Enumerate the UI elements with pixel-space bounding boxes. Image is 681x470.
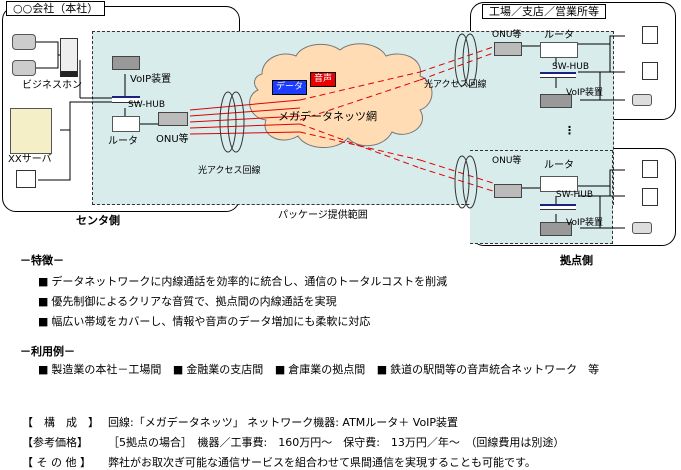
pc-icon (642, 160, 658, 178)
usage-item: 金融業の支店間 (173, 363, 263, 376)
hq-title: ○○会社（本社） (6, 1, 106, 16)
phone-icon (632, 222, 652, 234)
usage-item: 製造業の本社－工場間 (38, 363, 161, 376)
pc-icon (642, 188, 658, 206)
spec-key: 【 構 成 】 (22, 416, 99, 429)
phone-icon (12, 34, 36, 50)
swhub-label-top: SW-HUB (552, 62, 590, 72)
spec-value: 弊社がお取次ぎ可能な通信サービスを組合わせて県間通信を実現することも可能です。 (108, 456, 536, 469)
package-range-label: パッケージ提供範囲 (278, 210, 368, 221)
voip-label: VoIP装置 (130, 74, 172, 85)
cloud-label: メガデータネッツ網 (278, 110, 377, 123)
usage-list: 製造業の本社－工場間 金融業の支店間 倉庫業の拠点間 鉄道の駅間等の音声統合ネッ… (38, 363, 599, 376)
onu-icon-top (494, 42, 522, 56)
more-branches-indicator: ⋮ (564, 124, 575, 137)
voip-label-top: VoIP装置 (566, 88, 604, 98)
optical-line-label: 光アクセス回線 (198, 166, 261, 176)
onu-label-bottom: ONU等 (492, 156, 522, 166)
business-phone-label: ビジネスホン (22, 80, 82, 91)
optical-line-label-top: 光アクセス回線 (424, 80, 487, 90)
router-label-bottom: ルータ (544, 160, 574, 171)
server-label: XXサーバ (8, 154, 52, 165)
router-icon-top (540, 42, 578, 58)
branch-side-label: 拠点側 (560, 254, 593, 267)
router-icon (112, 116, 140, 132)
swhub-icon-top (540, 72, 576, 78)
swhub-icon-bottom (540, 204, 576, 210)
router-label: ルータ (108, 136, 138, 147)
spec-row: 【 そ の 他 】 弊社がお取次ぎ可能な通信サービスを組合わせて県間通信を実現する… (22, 456, 536, 469)
swhub-label-bottom: SW-HUB (556, 190, 594, 200)
onu-icon (158, 112, 188, 126)
router-label-top: ルータ (544, 30, 574, 41)
features-heading: －特徴－ (20, 254, 64, 267)
center-side-label: センタ側 (76, 214, 120, 227)
voice-badge: 音声 (310, 72, 337, 87)
pbx-icon (60, 38, 78, 77)
spec-key: 【参考価格】 (22, 436, 88, 449)
spec-key: 【 そ の 他 】 (22, 456, 91, 469)
data-badge: データ (272, 80, 308, 95)
usage-item: 鉄道の駅間等の音声統合ネットワーク 等 (377, 363, 599, 376)
onu-label-top: ONU等 (492, 30, 522, 40)
swhub-label: SW-HUB (128, 100, 166, 110)
usage-heading: －利用例－ (20, 345, 75, 358)
voip-label-bottom: VoIP装置 (566, 218, 604, 228)
onu-icon-bottom (494, 184, 522, 198)
swhub-icon (112, 96, 140, 103)
phone-icon (632, 94, 652, 106)
branch-title: 工場／支店／営業所等 (482, 4, 606, 19)
spec-row: 【 構 成 】回線:「メガデータネッツ」 ネットワーク機器: ATMルータ＋ V… (22, 416, 458, 429)
voip-icon-bottom (540, 222, 572, 236)
pc-icon (642, 26, 658, 44)
spec-row: 【参考価格】 ［5拠点の場合］ 機器／工事費: 160万円～ 保守費: 13万円／… (22, 436, 564, 449)
feature-item: 幅広い帯域をカバーし、情報や音声のデータ増加にも柔軟に対応 (38, 315, 370, 328)
spec-value: ［5拠点の場合］ 機器／工事費: 160万円～ 保守費: 13万円／年～ （回線… (108, 436, 565, 449)
phone-icon (12, 60, 36, 76)
pc-icon (642, 62, 658, 80)
feature-item: 優先制御によるクリアな音質で、拠点間の内線通話を実現 (38, 295, 336, 308)
pc-icon (16, 170, 36, 188)
server-icon (10, 108, 52, 154)
usage-item: 倉庫業の拠点間 (275, 363, 365, 376)
router-icon-bottom (540, 176, 578, 192)
voip-icon-top (540, 94, 572, 108)
voip-device-icon (112, 56, 140, 70)
onu-label: ONU等 (156, 134, 189, 145)
feature-item: データネットワークに内線通話を効率的に統合し、通信のトータルコストを削減 (38, 275, 447, 288)
spec-value: 回線:「メガデータネッツ」 ネットワーク機器: ATMルータ＋ VoIP装置 (108, 416, 459, 429)
